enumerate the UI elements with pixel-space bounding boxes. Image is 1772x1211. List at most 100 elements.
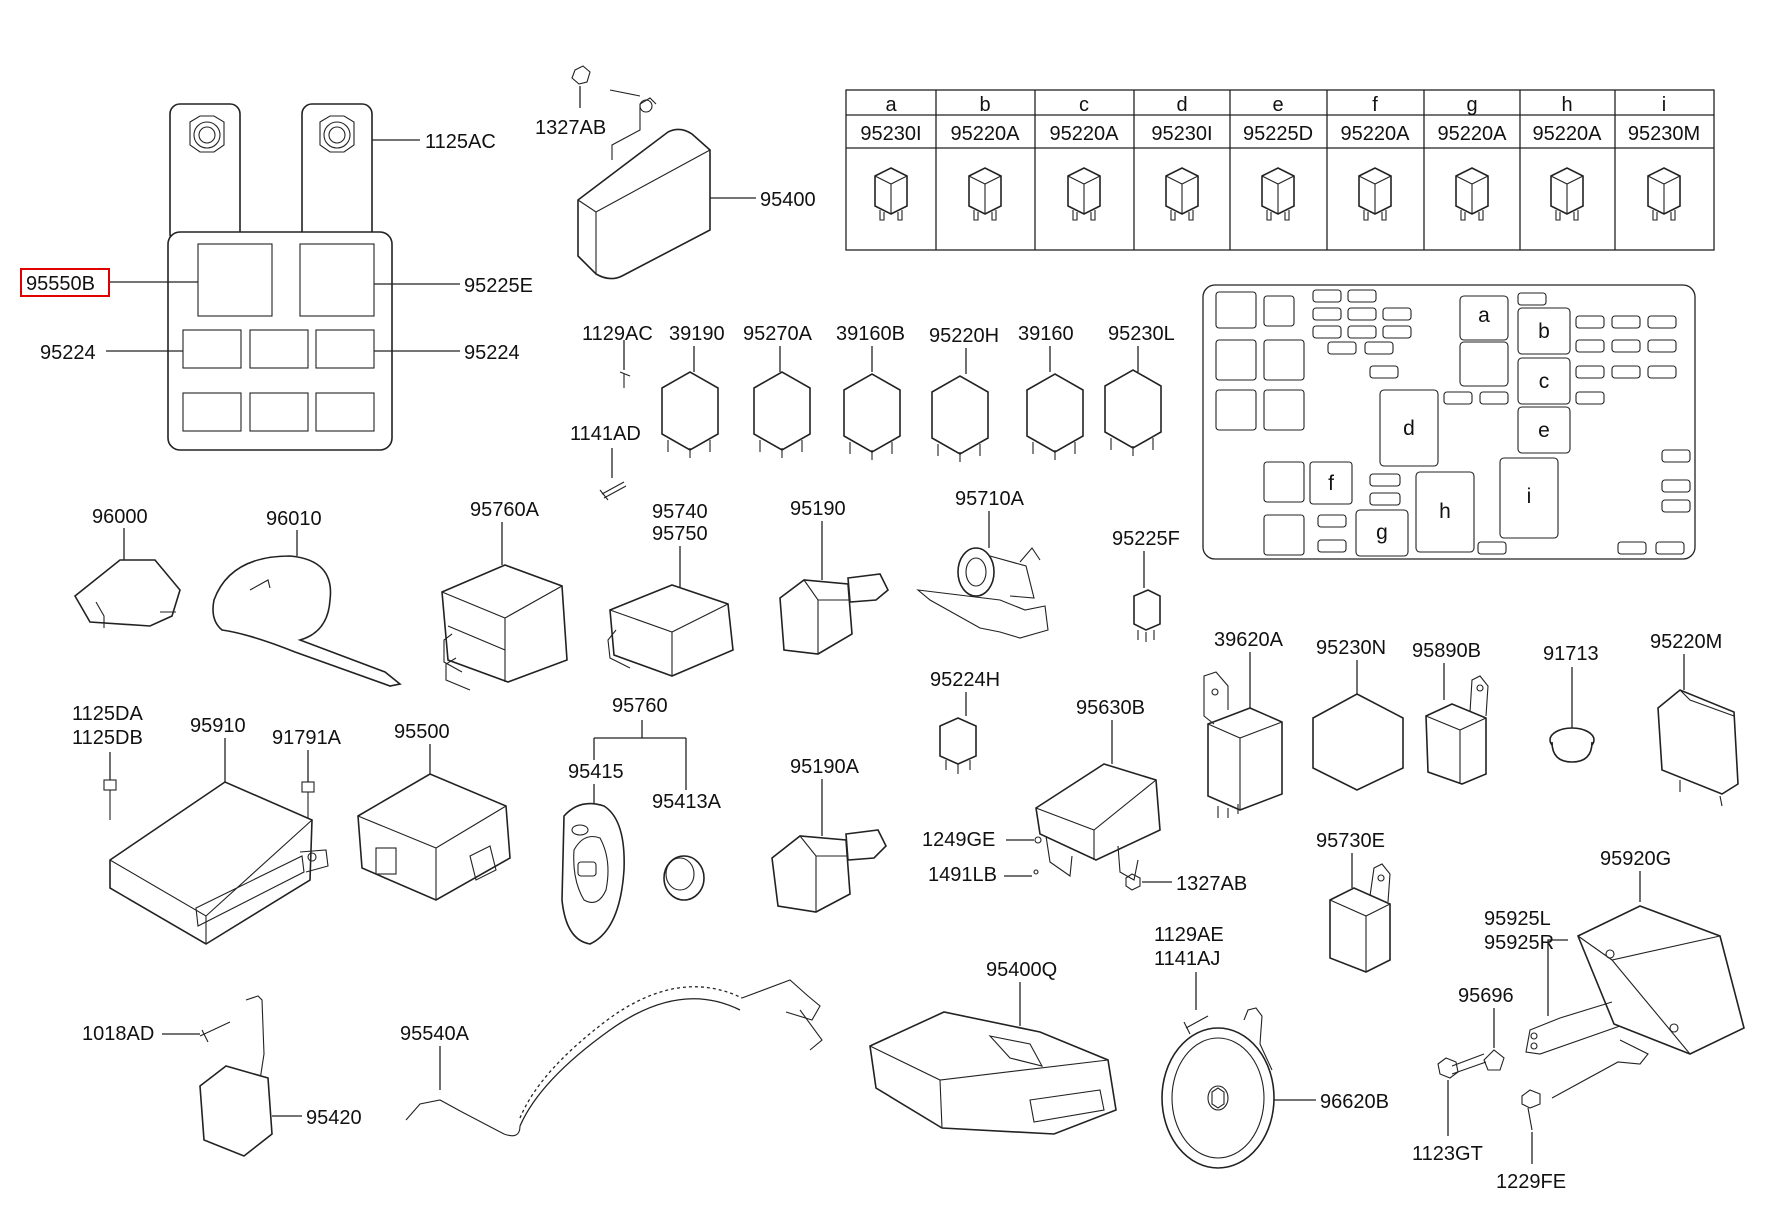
relay-95230L (1104, 369, 1162, 457)
label-39190[interactable]: 39190 (669, 323, 725, 345)
table-part-c[interactable]: 95220A (1050, 123, 1120, 145)
label-1125DA[interactable]: 1125DA (72, 703, 143, 725)
part-91713 (1549, 727, 1595, 763)
label-39160B[interactable]: 39160B (836, 323, 905, 345)
label-91791A[interactable]: 91791A (272, 727, 342, 749)
label-95224-left[interactable]: 95224 (40, 342, 96, 364)
part-95220M (1657, 689, 1739, 807)
screw-1125DA (103, 779, 117, 820)
relay-table: a b c d e f g h i 95230I 95220A 95220A 9… (845, 89, 1715, 251)
label-95190[interactable]: 95190 (790, 498, 846, 520)
label-1249GE[interactable]: 1249GE (922, 829, 995, 851)
label-95760[interactable]: 95760 (612, 695, 668, 717)
label-1125AC[interactable]: 1125AC (425, 131, 496, 153)
label-95220M[interactable]: 95220M (1650, 631, 1722, 653)
fusebox-slot-d: d (1403, 417, 1415, 440)
label-95630B[interactable]: 95630B (1076, 697, 1145, 719)
label-95230L[interactable]: 95230L (1108, 323, 1175, 345)
part-95230N (1312, 693, 1404, 791)
highlight-box-95550B (20, 268, 110, 297)
module-95400 (571, 65, 711, 280)
fusebox-slot-g: g (1376, 521, 1388, 544)
label-95550B[interactable]: 95550B (26, 273, 95, 295)
label-95224H[interactable]: 95224H (930, 669, 1000, 691)
part-95710A (916, 547, 1049, 639)
label-95225F[interactable]: 95225F (1112, 528, 1180, 550)
label-1125DB[interactable]: 1125DB (72, 727, 143, 749)
part-95190A (771, 829, 887, 913)
label-1129AE[interactable]: 1129AE (1154, 924, 1224, 946)
label-95230N[interactable]: 95230N (1316, 637, 1386, 659)
label-96010[interactable]: 96010 (266, 508, 322, 530)
part-95910 (109, 781, 329, 945)
table-part-i[interactable]: 95230M (1628, 123, 1700, 145)
label-95750[interactable]: 95750 (652, 523, 708, 545)
label-1141AD[interactable]: 1141AD (570, 423, 641, 445)
table-part-a[interactable]: 95230I (860, 123, 921, 145)
relay-icon-d (1165, 167, 1199, 221)
label-95413A[interactable]: 95413A (652, 791, 722, 813)
nut-1327AB (1125, 873, 1141, 891)
table-part-h[interactable]: 95220A (1533, 123, 1603, 145)
label-95910[interactable]: 95910 (190, 715, 246, 737)
part-95920G (1525, 905, 1745, 1099)
part-95740 (607, 584, 734, 677)
label-95500[interactable]: 95500 (394, 721, 450, 743)
label-1327AB-mid[interactable]: 1327AB (1176, 873, 1247, 895)
label-95540A[interactable]: 95540A (400, 1023, 470, 1045)
label-95890B[interactable]: 95890B (1412, 640, 1481, 662)
label-39620A[interactable]: 39620A (1214, 629, 1284, 651)
part-95500 (357, 773, 511, 901)
label-1123GT[interactable]: 1123GT (1412, 1143, 1483, 1165)
label-95920G[interactable]: 95920G (1600, 848, 1671, 870)
label-95710A[interactable]: 95710A (955, 488, 1025, 510)
label-95400[interactable]: 95400 (760, 189, 816, 211)
table-part-g[interactable]: 95220A (1438, 123, 1508, 145)
cable-95540A (405, 979, 823, 1137)
label-95730E[interactable]: 95730E (1316, 830, 1385, 852)
table-part-f[interactable]: 95220A (1341, 123, 1411, 145)
label-1141AJ[interactable]: 1141AJ (1154, 948, 1220, 970)
label-95224-right[interactable]: 95224 (464, 342, 520, 364)
label-95760A[interactable]: 95760A (470, 499, 540, 521)
keyfob-95415 (561, 802, 625, 945)
label-1018AD[interactable]: 1018AD (82, 1023, 154, 1045)
label-95270A[interactable]: 95270A (743, 323, 813, 345)
label-95925L[interactable]: 95925L (1484, 908, 1551, 930)
label-95415[interactable]: 95415 (568, 761, 624, 783)
screw-1129AC (619, 371, 631, 388)
fusebox-slot-e: e (1538, 419, 1550, 442)
label-96000[interactable]: 96000 (92, 506, 148, 528)
table-part-b[interactable]: 95220A (951, 123, 1021, 145)
relay-icon-f (1358, 167, 1392, 221)
label-95220H[interactable]: 95220H (929, 325, 999, 347)
label-95190A[interactable]: 95190A (790, 756, 860, 778)
label-1229FE[interactable]: 1229FE (1496, 1171, 1566, 1193)
label-39160[interactable]: 39160 (1018, 323, 1074, 345)
label-95696[interactable]: 95696 (1458, 985, 1514, 1007)
label-1129AC[interactable]: 1129AC (582, 323, 653, 345)
label-95420[interactable]: 95420 (306, 1107, 362, 1129)
part-95225F (1133, 589, 1161, 642)
table-letter-h: h (1561, 94, 1572, 116)
part-96010 (212, 555, 402, 687)
fusebox-layout: a b c d e f g h i (1202, 284, 1696, 560)
table-part-d[interactable]: 95230I (1151, 123, 1212, 145)
label-91713[interactable]: 91713 (1543, 643, 1599, 665)
junction-block-95550B (167, 103, 393, 451)
fusebox-slot-i: i (1527, 485, 1532, 508)
label-95925R[interactable]: 95925R (1484, 932, 1554, 954)
fusebox-slot-c: c (1539, 370, 1550, 393)
label-1491LB[interactable]: 1491LB (928, 864, 997, 886)
label-96620B[interactable]: 96620B (1320, 1091, 1389, 1113)
fusebox-slot-b: b (1538, 320, 1550, 343)
label-95225E[interactable]: 95225E (464, 275, 533, 297)
label-95400Q[interactable]: 95400Q (986, 959, 1057, 981)
part-95760A (441, 564, 568, 691)
part-95890B (1425, 675, 1489, 785)
label-95740[interactable]: 95740 (652, 501, 708, 523)
table-letter-b: b (979, 94, 990, 116)
relay-icon-g (1455, 167, 1489, 221)
table-part-e[interactable]: 95225D (1243, 123, 1313, 145)
label-1327AB-top[interactable]: 1327AB (535, 117, 606, 139)
